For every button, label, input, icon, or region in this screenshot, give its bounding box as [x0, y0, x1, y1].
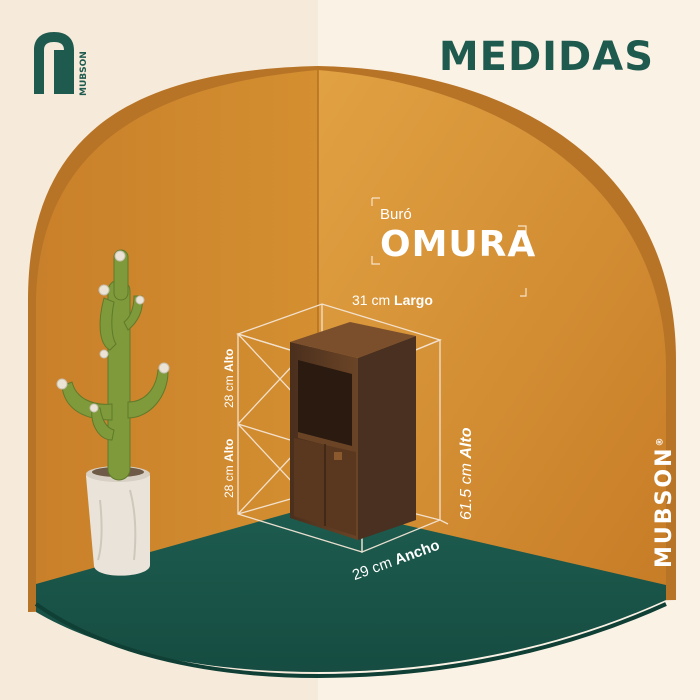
title-bracket — [520, 288, 527, 297]
product-name: OMURA — [380, 224, 537, 265]
dimension-alto-upper: 28 cm Alto — [222, 349, 236, 408]
brand-side-text: MUBSON® — [652, 438, 677, 568]
cactus-icon — [56, 249, 170, 481]
page-title: MEDIDAS — [438, 34, 654, 80]
dimension-alto-lower: 28 cm Alto — [222, 439, 236, 498]
floor-edge — [34, 602, 667, 679]
furniture-icon — [290, 322, 416, 540]
alto-total-value: 61.5 cm — [458, 463, 475, 520]
mubson-logo-icon: MUBSON — [32, 30, 104, 96]
alto-upper-label: Alto — [222, 348, 236, 372]
largo-value: 31 cm — [352, 292, 391, 308]
brand-side-name: MUBSON — [652, 446, 677, 568]
floor — [36, 505, 666, 672]
planter — [86, 466, 150, 576]
dimension-alto-total: 61.5 cm Alto — [458, 428, 476, 520]
alto-upper-value: 28 cm — [222, 375, 236, 408]
dimension-largo: 31 cm Largo — [352, 292, 433, 308]
title-bracket — [518, 225, 527, 234]
title-bracket — [371, 197, 380, 206]
logo-text: MUBSON — [79, 51, 89, 96]
largo-label: Largo — [394, 292, 433, 308]
alto-total-label: Alto — [458, 427, 475, 459]
title-bracket — [371, 256, 380, 265]
product-type: Buró — [380, 206, 412, 223]
registered-mark: ® — [655, 437, 666, 447]
alto-lower-value: 28 cm — [222, 465, 236, 498]
alto-lower-label: Alto — [222, 438, 236, 462]
